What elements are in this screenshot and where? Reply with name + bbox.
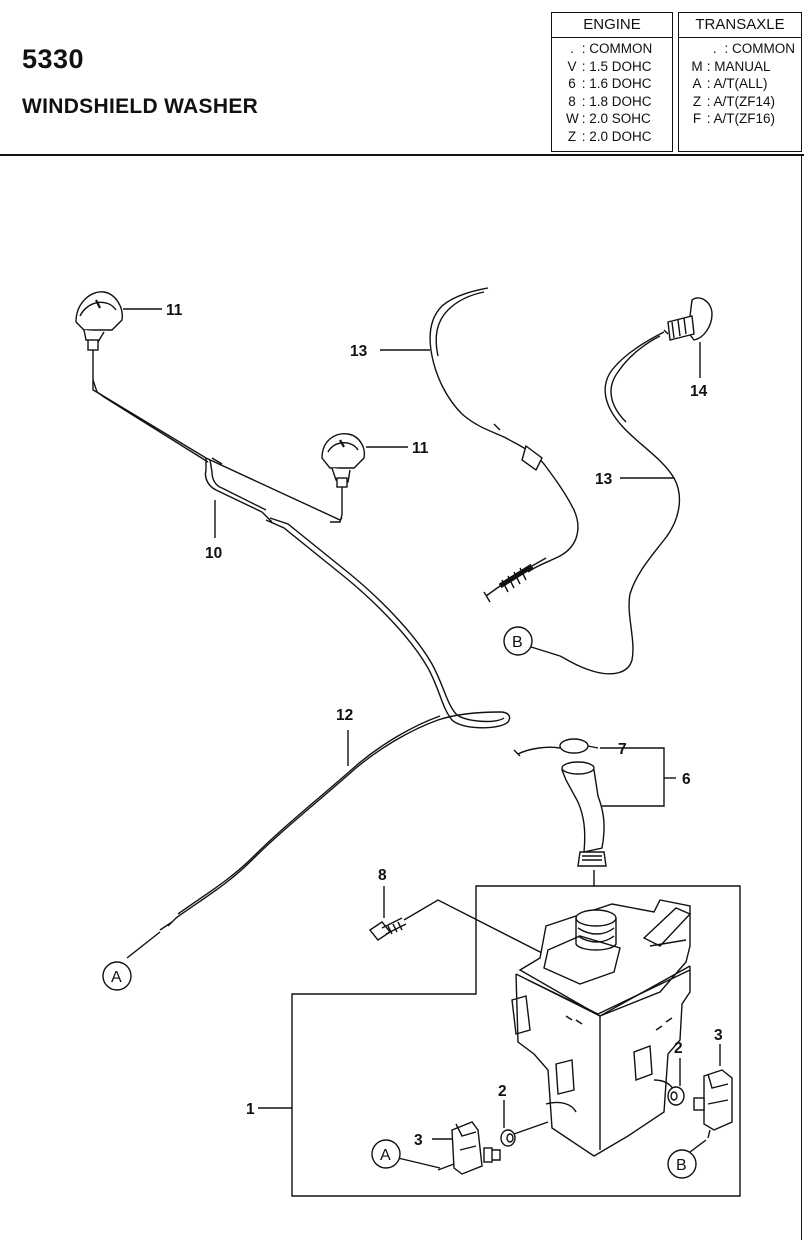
- callout-3-left: 3: [414, 1132, 423, 1149]
- hose-13-right: [527, 331, 681, 675]
- callout-14: 14: [690, 383, 708, 400]
- transaxle-legend-row: Z : A/T(ZF14): [692, 93, 776, 109]
- ref-b-bottom-label: B: [676, 1157, 687, 1174]
- grommet-2-right: [667, 1086, 685, 1106]
- callout-11-right: 11: [412, 440, 429, 457]
- washer-nozzle-right: [321, 433, 366, 515]
- hose-12: [159, 517, 511, 931]
- ref-a-top-label: A: [111, 969, 122, 986]
- bracket-6-7: [600, 747, 665, 807]
- callout-12: 12: [336, 707, 353, 724]
- hose-10: [92, 378, 343, 523]
- transaxle-legend: TRANSAXLE . : COMMON M : MANUAL A : A/T(…: [678, 12, 802, 152]
- washer-pump-3-right: [693, 1069, 733, 1139]
- exploded-parts-diagram: 11 11 10 12 13 13 14 7 6 8 1 2 2 3 3 A B…: [75, 287, 741, 1197]
- callout-11-left: 11: [166, 302, 183, 319]
- callout-13-left: 13: [350, 343, 368, 360]
- transaxle-legend-heading: TRANSAXLE: [679, 13, 801, 38]
- hose-13-check-valve: [483, 557, 547, 603]
- callout-13-right: 13: [595, 471, 613, 488]
- transaxle-legend-row: A : A/T(ALL): [692, 76, 768, 91]
- callout-2-right: 2: [674, 1040, 683, 1057]
- filler-cap-7: [513, 738, 599, 757]
- connector-14: [663, 297, 713, 341]
- washer-nozzle-left: [75, 291, 123, 378]
- engine-legend-row: 8 : 1.8 DOHC: [568, 93, 652, 109]
- washer-pump-3-left: [437, 1121, 501, 1175]
- part-group-number: 5330: [22, 44, 85, 74]
- engine-legend-row: W : 2.0 SOHC: [566, 111, 651, 126]
- callout-7: 7: [618, 741, 627, 758]
- ref-b-top-marker: [503, 626, 533, 656]
- transaxle-legend-row: F : A/T(ZF16): [692, 111, 776, 126]
- ref-a-bottom-marker: [371, 1139, 401, 1169]
- reservoir-assembly-frame: [291, 885, 741, 1197]
- part-group-title: WINDSHIELD WASHER: [22, 95, 259, 118]
- screw-8: [368, 917, 407, 941]
- engine-legend-heading: ENGINE: [552, 13, 672, 38]
- leader-8-to-tank: [403, 899, 545, 955]
- filler-neck-6: [561, 761, 607, 867]
- engine-legend-row: 6 : 1.6 DOHC: [568, 76, 652, 91]
- grommet-2-left: [500, 1121, 549, 1147]
- callout-1: 1: [246, 1101, 255, 1118]
- ref-b-bottom-marker: [667, 1149, 697, 1179]
- engine-legend: ENGINE . : COMMON V : 1.5 DOHC 6 : 1.6 D…: [551, 12, 673, 152]
- callout-6: 6: [682, 771, 691, 788]
- page-border-right: [800, 154, 802, 1240]
- callout-8: 8: [378, 867, 387, 884]
- callout-2-left: 2: [498, 1083, 507, 1100]
- engine-legend-row: . : COMMON: [570, 41, 653, 56]
- hose-13-left: [429, 287, 579, 573]
- ref-a-bottom-label: A: [380, 1147, 391, 1164]
- engine-legend-row: V : 1.5 DOHC: [567, 58, 652, 74]
- transaxle-legend-row: . : COMMON: [712, 41, 795, 56]
- diagram-header: 5330 WINDSHIELD WASHER ENGINE . : COMMON…: [0, 0, 804, 156]
- washer-reservoir-tank: [511, 899, 692, 1157]
- ref-b-top-label: B: [512, 634, 523, 651]
- transaxle-legend-row: M : MANUAL: [691, 58, 771, 74]
- ref-a-top-leader: [126, 931, 161, 959]
- engine-legend-row: Z : 2.0 DOHC: [567, 128, 652, 144]
- callout-3-right: 3: [714, 1027, 723, 1044]
- ref-a-bottom-leader: [397, 1157, 441, 1169]
- ref-b-bottom-leader: [689, 1139, 707, 1153]
- ref-a-top-marker: [102, 961, 132, 991]
- callout-10: 10: [205, 545, 222, 562]
